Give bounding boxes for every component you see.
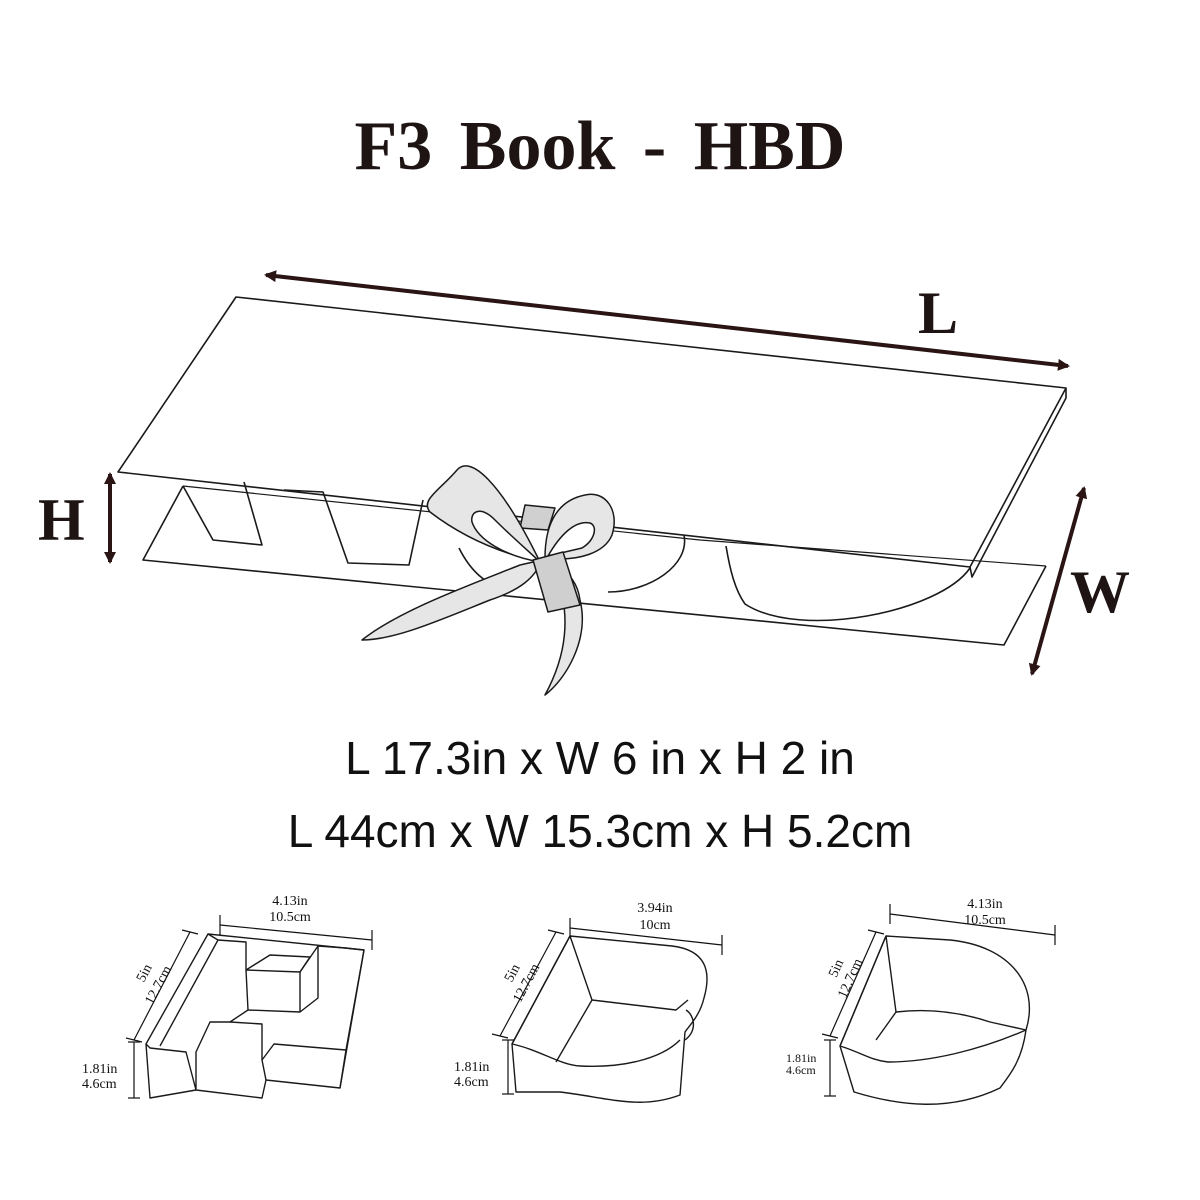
insert1-width-cm: 10.5cm	[269, 910, 311, 925]
length-label: L	[918, 280, 958, 346]
insert-d-drawing	[839, 935, 1031, 1105]
insert2-height-in: 1.81in	[454, 1060, 489, 1075]
insert3-width-cm: 10.5cm	[964, 913, 1006, 928]
dimensions-metric: L 44cm x W 15.3cm x H 5.2cm	[287, 805, 913, 857]
insert-h-drawing	[145, 933, 365, 1099]
insert1-width-in: 4.13in	[272, 894, 307, 909]
insert2-depth-in: 5in	[502, 962, 524, 985]
box-spine	[969, 388, 1067, 578]
length-arrow	[264, 270, 1070, 371]
insert1-depth-in: 5in	[134, 962, 156, 985]
dimensions-imperial: L 17.3in x W 6 in x H 2 in	[345, 732, 855, 784]
insert1-height-cm: 4.6cm	[82, 1077, 117, 1092]
insert-d	[725, 545, 971, 622]
width-label: W	[1070, 559, 1130, 625]
insert2-width-cm: 10cm	[639, 918, 670, 933]
height-label: H	[38, 487, 85, 553]
width-arrow	[1028, 486, 1088, 676]
insert2-width-in: 3.94in	[637, 901, 672, 916]
ribbon-bow	[361, 465, 615, 696]
insert-h-mid	[283, 489, 424, 566]
insert3-height-in: 1.81in	[786, 1051, 816, 1065]
insert3-depth-in: 5in	[826, 957, 847, 979]
insert-b-drawing	[511, 935, 708, 1103]
page-title: F3 Book - HBD	[354, 108, 846, 185]
insert2-height-cm: 4.6cm	[454, 1075, 489, 1090]
insert1-height-in: 1.81in	[82, 1062, 117, 1077]
insert3-height-cm: 4.6cm	[786, 1063, 816, 1077]
insert-h-left	[182, 481, 263, 546]
insert3-width-in: 4.13in	[967, 897, 1002, 912]
